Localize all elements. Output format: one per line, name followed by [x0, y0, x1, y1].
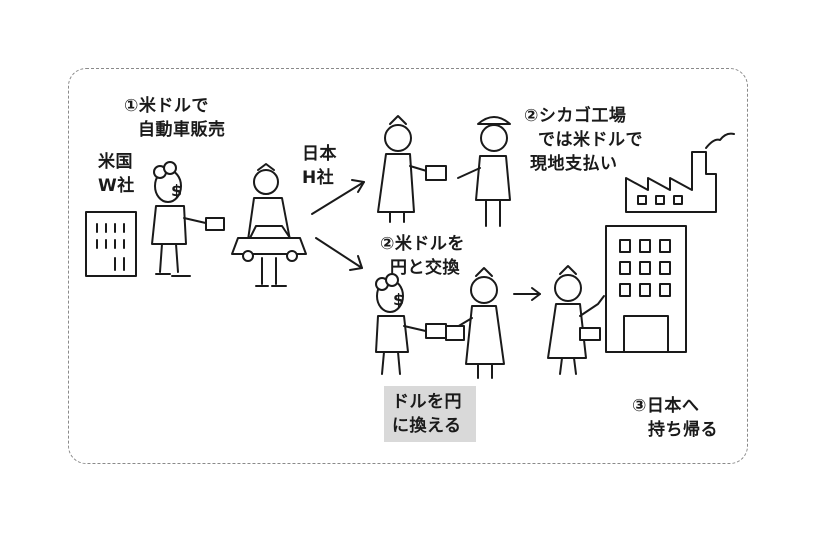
label-step3-line2: 持ち帰る: [648, 420, 718, 440]
samurai-exchange-icon: [445, 267, 505, 379]
label-jp-company-line2: H社: [302, 168, 335, 188]
label-us-company: 米国 W社: [98, 150, 135, 198]
label-step2a-line2: では米ドルで: [538, 130, 643, 150]
us-building-icon: [85, 211, 137, 277]
us-man-icon: $: [151, 161, 225, 277]
label-step2b-line1: ②米ドルを: [380, 234, 465, 254]
label-step1-line1: ①米ドルで: [124, 96, 209, 116]
exchange-label-highlight: [384, 386, 476, 442]
label-step1-line2: 自動車販売: [138, 120, 226, 140]
diagram-frame: [68, 68, 748, 464]
label-exchange-line1: ドルを円: [392, 392, 462, 412]
factory-icon: [625, 132, 735, 213]
label-step2a: ②シカゴ工場 では米ドルで 現地支払い: [524, 104, 643, 176]
label-step2a-line3: 現地支払い: [530, 154, 618, 174]
label-step2a-line1: ②シカゴ工場: [524, 106, 627, 126]
us-man-exchange-icon: $: [375, 273, 447, 375]
label-us-company-line2: W社: [98, 176, 135, 196]
label-step3-line1: ③日本へ: [632, 396, 700, 416]
label-step3: ③日本へ 持ち帰る: [632, 394, 718, 442]
arrow-icon: [311, 179, 541, 301]
label-us-company-line1: 米国: [98, 152, 133, 172]
samurai-returning-icon: [547, 265, 605, 375]
svg-text:$: $: [171, 181, 182, 200]
label-jp-company-line1: 日本: [302, 144, 337, 164]
label-step2b-line2: 円と交換: [390, 258, 460, 278]
label-exchange: ドルを円 に換える: [392, 390, 462, 438]
label-exchange-line2: に換える: [392, 416, 462, 436]
worker-icon: [457, 116, 511, 227]
jp-samurai-car-icon: [231, 163, 307, 287]
label-jp-company: 日本 H社: [302, 142, 337, 190]
label-step2b: ②米ドルを 円と交換: [380, 232, 465, 280]
label-step1: ①米ドルで 自動車販売: [124, 94, 226, 142]
svg-text:$: $: [393, 290, 404, 309]
japan-building-icon: [605, 225, 687, 353]
samurai-paying-icon: [377, 115, 447, 223]
